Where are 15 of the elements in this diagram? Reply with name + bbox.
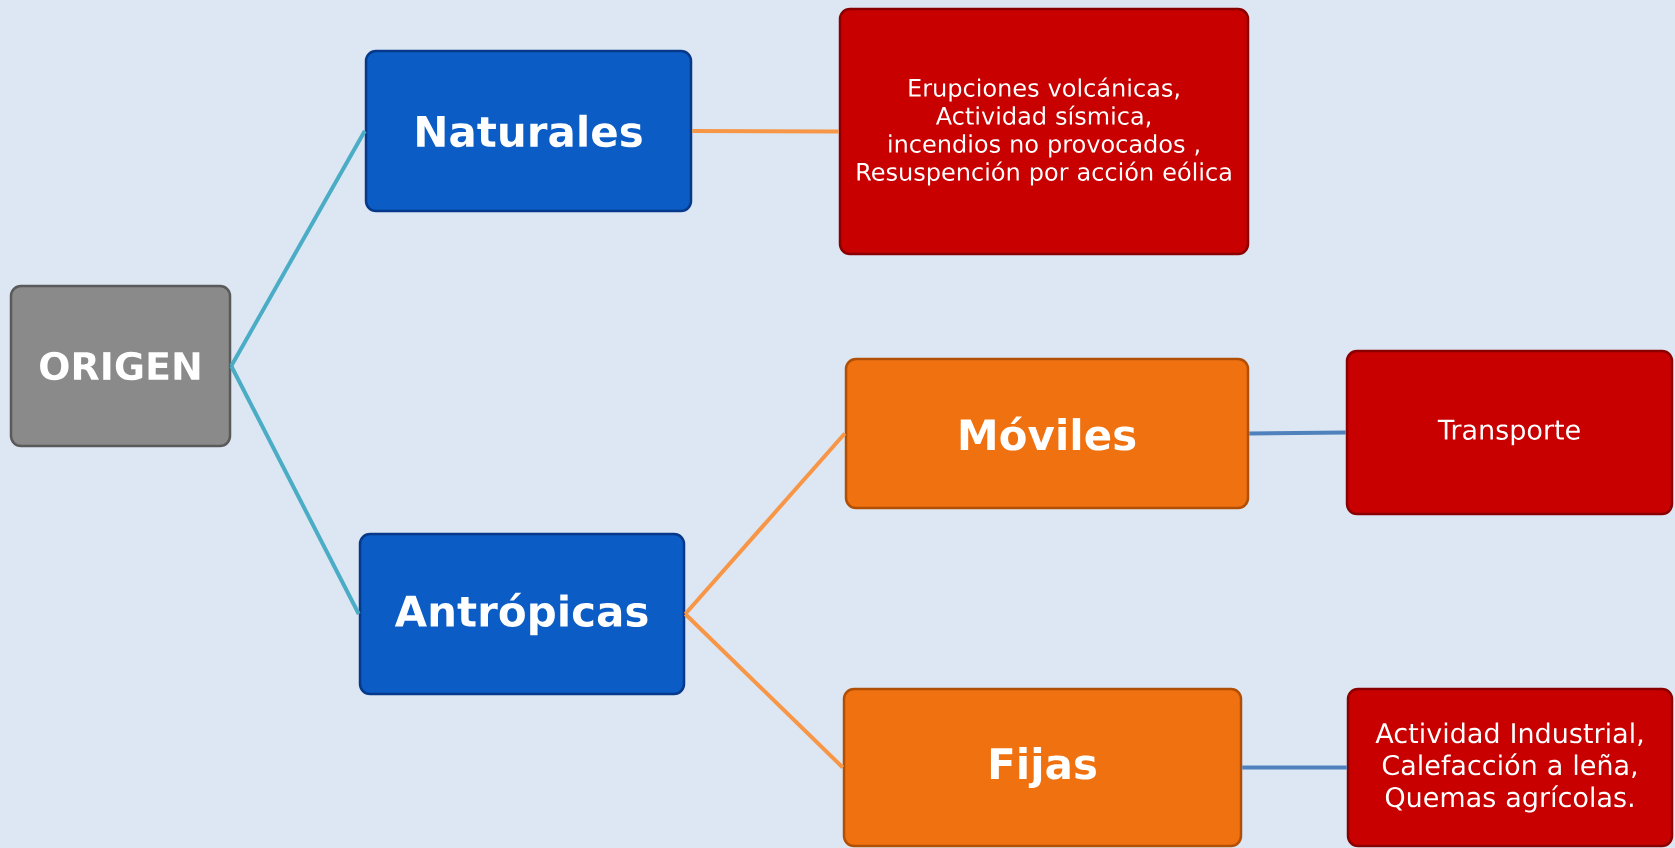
connector-line: [683, 612, 845, 769]
category-box: Antrópicas: [358, 532, 686, 696]
category-box: Fijas: [842, 687, 1243, 848]
connector-line: [229, 365, 361, 615]
category-box: Móviles: [844, 357, 1250, 510]
connector-line: [692, 129, 839, 134]
category-box: Naturales: [364, 49, 693, 213]
description-box: Actividad Industrial, Calefacción a leña, Quemas agrícolas.: [1346, 687, 1674, 848]
description-box: Transporte: [1345, 349, 1674, 516]
description-box: Erupciones volcánicas, Actividad sísmica, incendios no provocados , Resuspención por acción eólica: [838, 7, 1250, 256]
connector-line: [1242, 765, 1347, 770]
connector-line: [1249, 430, 1346, 436]
category-box: ORIGEN: [9, 284, 232, 448]
connector-line: [229, 130, 367, 367]
connector-line: [683, 432, 847, 616]
